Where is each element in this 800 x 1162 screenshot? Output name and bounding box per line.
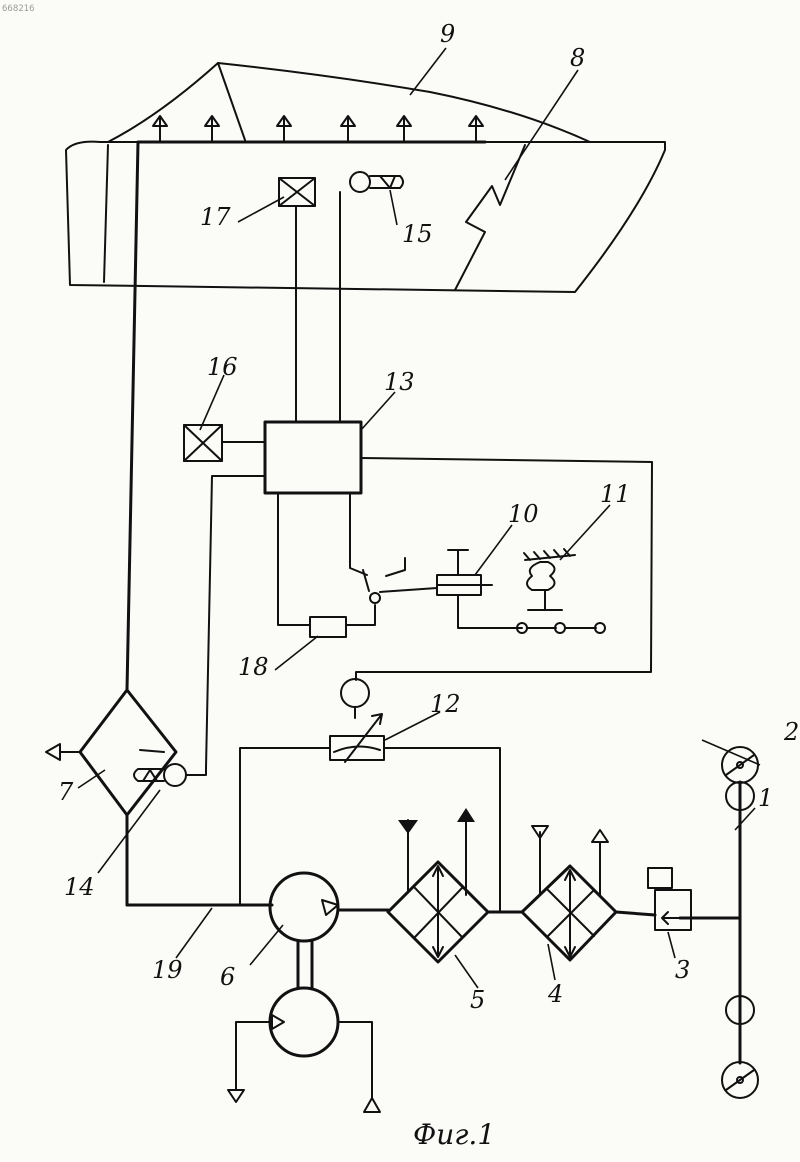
label-16: 16 bbox=[207, 353, 238, 381]
element-4-heat-exchanger bbox=[522, 826, 616, 960]
label-1: 1 bbox=[758, 784, 773, 812]
label-9: 9 bbox=[440, 20, 455, 48]
element-11-spring-switch bbox=[517, 549, 605, 633]
label-3: 3 bbox=[675, 956, 690, 984]
label-19: 19 bbox=[152, 956, 183, 984]
bleed-air-line bbox=[127, 748, 740, 918]
element-14-temperature-sensor bbox=[134, 764, 206, 786]
label-12: 12 bbox=[430, 690, 461, 718]
element-16-sensor bbox=[184, 425, 222, 461]
watermark-number: 668216 bbox=[2, 4, 35, 14]
label-15: 15 bbox=[402, 220, 433, 248]
label-18: 18 bbox=[238, 653, 269, 681]
element-12-regulating-valve bbox=[330, 679, 384, 762]
label-11: 11 bbox=[600, 480, 631, 508]
reference-labels: 9 8 17 15 16 13 10 11 18 12 7 2 1 3 4 5 … bbox=[58, 20, 799, 1014]
label-8: 8 bbox=[570, 44, 585, 72]
aircraft-fuselage bbox=[66, 63, 665, 292]
element-18-relay bbox=[310, 617, 346, 637]
cabin-air-outlets bbox=[153, 116, 483, 142]
figure-caption: Фиг.1 bbox=[413, 1118, 495, 1151]
label-2: 2 bbox=[783, 718, 799, 746]
element-5-heat-exchanger bbox=[388, 808, 488, 962]
engine-bleed-manifold bbox=[722, 747, 758, 1098]
element-3-shutoff-valve bbox=[648, 868, 691, 930]
label-10: 10 bbox=[508, 500, 539, 528]
element-10-actuator bbox=[437, 550, 492, 595]
label-17: 17 bbox=[200, 203, 231, 231]
element-17-sensor bbox=[279, 178, 315, 206]
element-13-controller bbox=[265, 422, 361, 493]
label-14: 14 bbox=[64, 873, 95, 901]
leader-lines bbox=[78, 48, 760, 988]
label-7: 7 bbox=[58, 778, 74, 806]
cabin-supply-duct bbox=[127, 142, 485, 905]
label-6: 6 bbox=[220, 963, 235, 991]
label-5: 5 bbox=[470, 986, 485, 1014]
label-13: 13 bbox=[384, 368, 415, 396]
label-4: 4 bbox=[547, 980, 563, 1008]
element-15-temperature-sensor bbox=[350, 172, 403, 192]
